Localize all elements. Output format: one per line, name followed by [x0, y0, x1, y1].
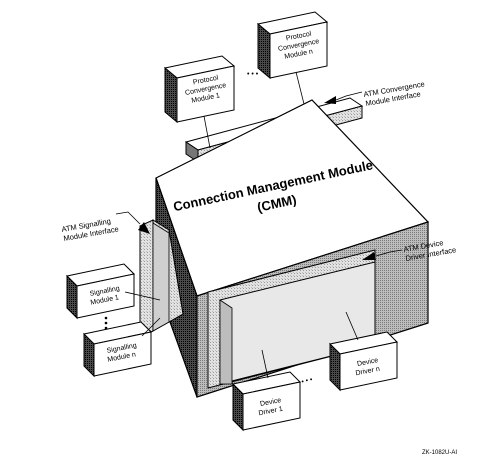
signalling-module-n-connector	[141, 317, 161, 337]
figure-id: ZK-1082U-AI	[422, 450, 457, 456]
device-driver-n: Device Driver n	[328, 311, 399, 392]
device-driver-1-line1: Device	[260, 397, 282, 408]
signalling-modules-ellipsis	[104, 316, 108, 330]
convergence-interface-leader	[335, 91, 363, 101]
protocol-module-1-line1: Protocol	[192, 75, 219, 87]
signalling-module-n: Signalling Module n	[82, 317, 161, 378]
device-driver-n-connector	[345, 311, 359, 341]
device-driver-1: Device Driver 1	[231, 349, 302, 432]
signalling-interface-arrow-icon	[138, 222, 150, 234]
device-driver-1-connector	[261, 349, 269, 379]
protocol-convergence-module-1: Protocol Convergence Module 1	[163, 55, 236, 149]
device-drivers-ellipsis: • • •	[301, 376, 314, 386]
device-driver-n-line1: Device	[357, 357, 379, 368]
signalling-module-1: Signalling Module 1	[65, 263, 161, 320]
protocol-module-n-connector	[295, 71, 305, 105]
protocol-module-n-line1: Protocol	[285, 31, 312, 43]
device-driver-n-line2: Driver n	[355, 366, 380, 378]
signalling-interface-tray	[139, 219, 184, 338]
convergence-interface-arrow-icon	[324, 96, 336, 104]
protocol-module-1-connector	[203, 115, 211, 149]
device-interface-arrow-icon	[362, 252, 376, 260]
callout-signalling-interface: ATM Signalling Module Interface	[61, 211, 150, 243]
signalling-module-1-connector	[124, 291, 161, 301]
protocol-modules-ellipsis: • • •	[247, 71, 259, 78]
protocol-convergence-module-n: Protocol Convergence Module n	[256, 11, 329, 105]
signalling-interface-leader	[115, 211, 141, 225]
device-driver-1-line2: Driver 1	[258, 406, 283, 418]
device-interface-leader	[375, 249, 403, 257]
